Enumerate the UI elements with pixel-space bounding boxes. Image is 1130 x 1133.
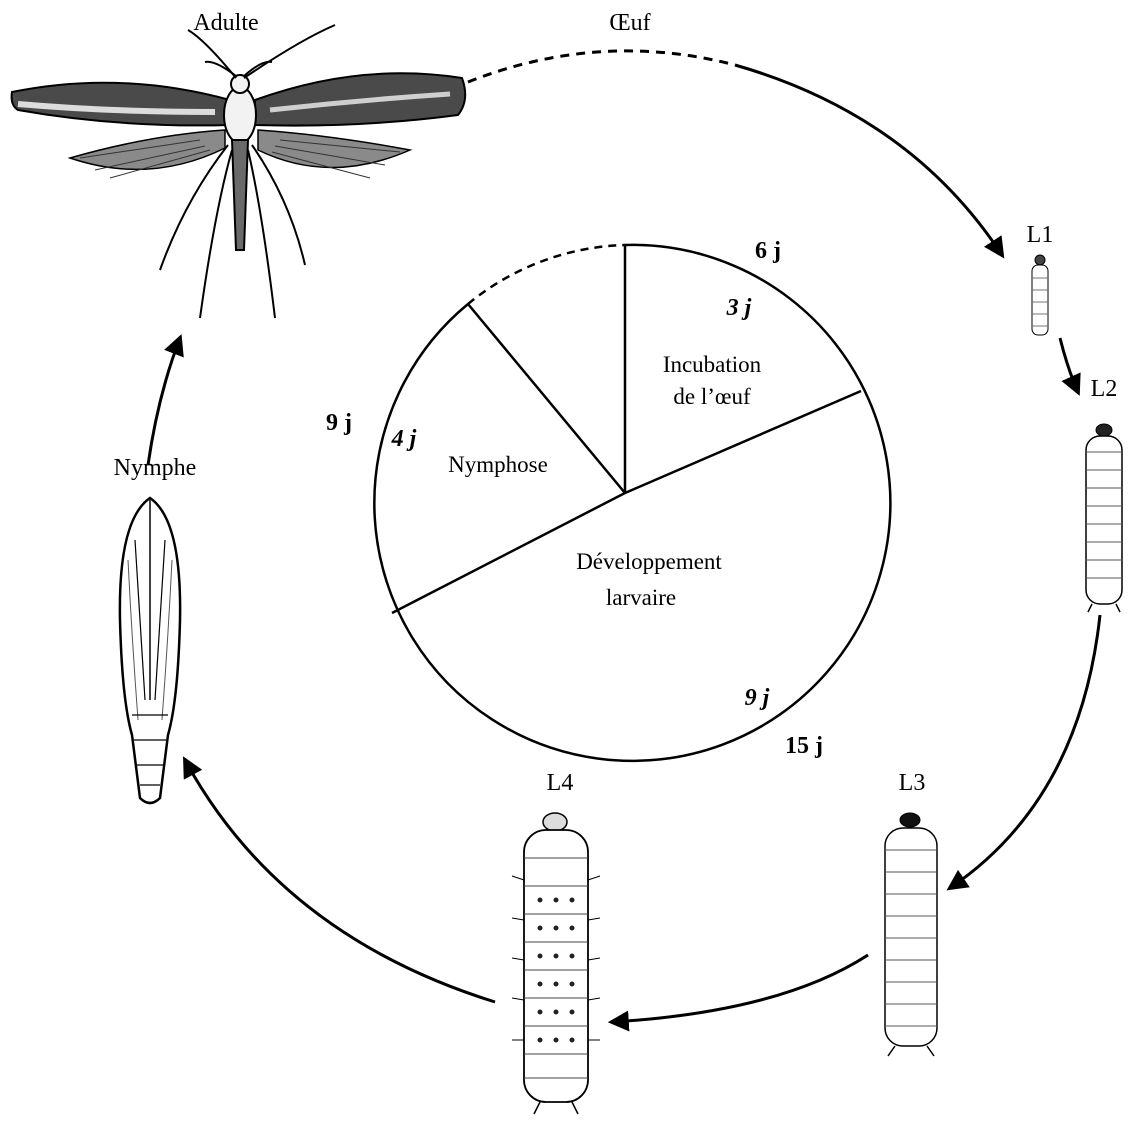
pupa-label: Nymphe [114,455,197,481]
pie-outline-dashed [468,245,625,304]
l1-larva-illustration [1032,255,1048,335]
cycle-arrows [148,51,1100,1022]
pupa-to-adult-arrow [148,338,180,465]
larval-dev-label-line1: Développement [576,549,722,574]
incubation-max-duration: 6 j [755,238,781,264]
incubation-min-duration: 3 j [726,295,752,321]
larval-dev-label-line2: larvaire [606,585,676,610]
l1-label: L1 [1027,222,1054,248]
nymphose-label: Nymphose [448,452,548,477]
l4-larva-illustration [512,813,600,1114]
larval-min-duration: 9 j [745,685,770,711]
larval-max-duration: 15 j [785,733,823,759]
incubation-label-line1: Incubation [663,352,762,377]
l2-label: L2 [1091,376,1118,402]
l3-larva-illustration [885,813,937,1056]
incubation-label-line2: de l’œuf [673,384,751,409]
pie-outline-solid [374,245,890,761]
l2-to-l3-arrow [950,615,1100,888]
egg-to-l1-arrow [735,65,1002,255]
adult-moth-illustration [12,25,466,318]
pupa-illustration [120,498,180,803]
l3-label: L3 [899,770,926,796]
egg-label: Œuf [609,10,650,36]
duration-pie [374,245,890,761]
l3-to-l4-arrow [612,955,868,1022]
l2-larva-illustration [1086,424,1122,612]
adult-label: Adulte [193,10,258,36]
nymphose-max-duration: 9 j [326,410,352,436]
nymphose-min-duration: 4 j [391,426,417,452]
adult-to-egg-dashed-arc [468,51,735,82]
l4-label: L4 [547,770,574,796]
l1-to-l2-arrow [1060,338,1078,392]
l4-to-pupa-arrow [185,760,495,1002]
